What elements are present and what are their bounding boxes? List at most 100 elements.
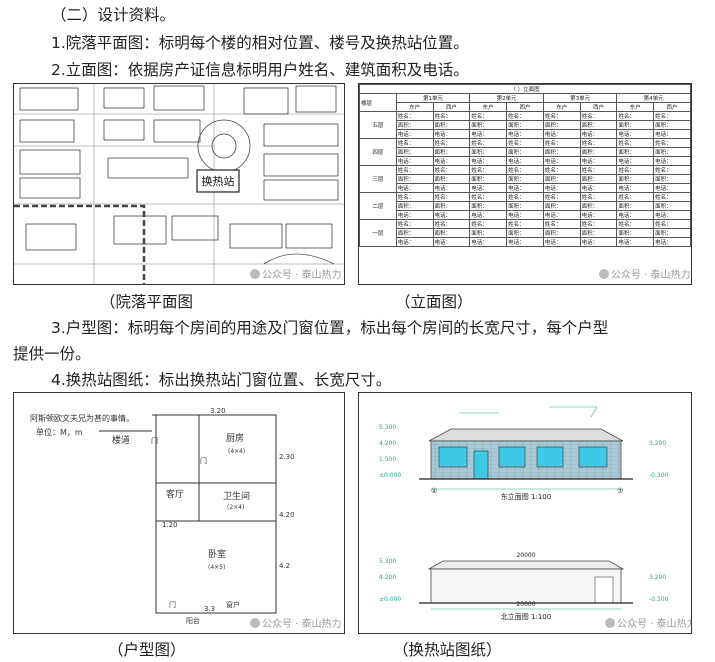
level-4: ±0.000 <box>379 472 401 479</box>
table-cell: 电话： <box>579 210 618 220</box>
table-cell: 电话： <box>653 183 691 193</box>
table-cell: 面积： <box>469 228 508 238</box>
table-cell: 面积： <box>506 228 544 238</box>
table-cell: 面积： <box>542 147 581 157</box>
table-row: 面积：面积：面积：面积：面积：面积：面积：面积： <box>360 147 691 157</box>
room-balcony: 阳台 <box>186 616 200 625</box>
station-elev-label-1: 东立面图 1:100 <box>501 492 551 501</box>
watermark: 公众号 · 泰山热力 <box>599 266 691 281</box>
station-elev-label-2: 北立面图 1:100 <box>501 612 551 621</box>
wechat-icon <box>250 618 260 628</box>
dim-right-2: 4.20 <box>279 511 295 519</box>
level-9: ±0.000 <box>379 596 401 603</box>
table-cell: 电话： <box>432 237 471 247</box>
table-cell: 面积： <box>653 147 691 157</box>
table-cell: 面积： <box>395 174 434 184</box>
table-cell: 面积： <box>469 120 508 130</box>
table-cell: 电话： <box>469 210 508 220</box>
table-cell: 姓名： <box>469 192 508 202</box>
item-1-site-plan: 1.院落平面图：标明每个楼的相对位置、楼号及换热站位置。 <box>51 34 469 52</box>
table-cell: 姓名： <box>506 192 544 202</box>
table-cell: 姓名： <box>395 138 434 148</box>
table-cell: 面积： <box>653 228 691 238</box>
table-cell: 电话： <box>395 237 434 247</box>
table-row: 五层姓名：姓名：姓名：姓名：姓名：姓名：姓名：姓名： <box>359 111 691 139</box>
table-cell: 面积： <box>432 120 471 130</box>
elevation-corner: 楼层 <box>359 93 397 112</box>
table-row: 四层姓名：姓名：姓名：姓名：姓名：姓名：姓名：姓名： <box>359 138 691 166</box>
table-cell: 姓名： <box>432 111 471 121</box>
table-cell: 姓名： <box>542 219 581 229</box>
col-header: 西户 <box>506 102 544 112</box>
table-cell: 面积： <box>616 228 655 238</box>
table-cell: 姓名： <box>506 111 544 121</box>
elevation-title: （ ）立面图 <box>359 84 691 94</box>
table-cell: 姓名： <box>395 192 434 202</box>
table-row: 面积：面积：面积：面积：面积：面积：面积：面积： <box>360 228 691 238</box>
table-cell: 面积： <box>432 201 471 211</box>
table-cell: 面积： <box>579 201 618 211</box>
table-cell: 面积： <box>395 120 434 130</box>
watermark: 公众号 · 泰山热力 <box>605 615 691 630</box>
table-cell: 姓名： <box>469 165 508 175</box>
table-cell: 姓名： <box>653 219 691 229</box>
floor-label: 五层 <box>359 111 397 139</box>
table-cell: 电话： <box>469 183 508 193</box>
table-cell: 电话： <box>616 183 655 193</box>
room-living: 客厅 <box>166 488 184 500</box>
table-cell: 面积： <box>395 201 434 211</box>
table-cell: 电话： <box>616 210 655 220</box>
table-cell: 电话： <box>542 210 581 220</box>
table-cell: 电话： <box>542 237 581 247</box>
table-cell: 电话： <box>395 183 434 193</box>
table-cell: 电话： <box>542 156 581 166</box>
table-cell: 面积： <box>542 120 581 130</box>
table-row: 三层姓名：姓名：姓名：姓名：姓名：姓名：姓名：姓名： <box>359 165 691 193</box>
table-cell: 电话： <box>506 183 544 193</box>
table-cell: 电话： <box>542 129 581 139</box>
table-cell: 面积： <box>616 174 655 184</box>
elevation-table-image: （ ）立面图楼层第1单元第2单元第3单元第4单元东户西户东户西户东户西户东户西户… <box>358 83 692 285</box>
station-width-dim-2: 20000 <box>516 552 535 559</box>
table-cell: 面积： <box>506 147 544 157</box>
table-cell: 电话： <box>506 156 544 166</box>
size-bathroom: (2×4) <box>227 504 244 511</box>
table-cell: 姓名： <box>469 219 508 229</box>
table-row: 电话：电话：电话：电话：电话：电话：电话：电话： <box>360 156 691 166</box>
level-10: 3.200 <box>649 574 666 581</box>
col-header: 东户 <box>616 102 655 112</box>
table-cell: 姓名： <box>579 192 618 202</box>
table-row: 电话：电话：电话：电话：电话：电话：电话：电话： <box>360 237 691 247</box>
table-cell: 姓名： <box>469 138 508 148</box>
table-cell: 姓名： <box>616 138 655 148</box>
table-cell: 电话： <box>469 156 508 166</box>
table-cell: 姓名： <box>653 138 691 148</box>
table-cell: 姓名： <box>653 111 691 121</box>
table-cell: 姓名： <box>469 111 508 121</box>
table-cell: 面积： <box>653 120 691 130</box>
table-row: 电话：电话：电话：电话：电话：电话：电话：电话： <box>360 210 691 220</box>
col-header: 东户 <box>395 102 434 112</box>
elevation-table: （ ）立面图楼层第1单元第2单元第3单元第4单元东户西户东户西户东户西户东户西户… <box>359 84 691 247</box>
floor-plan-units: 单位：M，m <box>36 427 83 437</box>
room-kitchen: 厨房 <box>226 432 244 444</box>
table-cell: 电话： <box>432 156 471 166</box>
table-cell: 电话： <box>653 129 691 139</box>
table-cell: 电话： <box>395 210 434 220</box>
table-cell: 面积： <box>616 201 655 211</box>
size-bedroom: (4×5) <box>208 564 225 571</box>
table-cell: 姓名： <box>395 165 434 175</box>
col-header: 西户 <box>653 102 691 112</box>
table-cell: 面积： <box>469 201 508 211</box>
table-row: 面积：面积：面积：面积：面积：面积：面积：面积： <box>360 120 691 130</box>
table-cell: 姓名： <box>616 219 655 229</box>
table-cell: 电话： <box>579 156 618 166</box>
level-7: 5.300 <box>379 558 396 565</box>
floor-plan-note: 阿斯顿欧文夫兄为甚的事情。 <box>30 413 134 423</box>
table-cell: 姓名： <box>616 165 655 175</box>
table-cell: 电话： <box>395 129 434 139</box>
axis-1: ① <box>431 487 437 495</box>
dim-top: 3.20 <box>210 407 226 415</box>
dim-left: 1.20 <box>162 521 178 529</box>
table-cell: 姓名： <box>432 192 471 202</box>
